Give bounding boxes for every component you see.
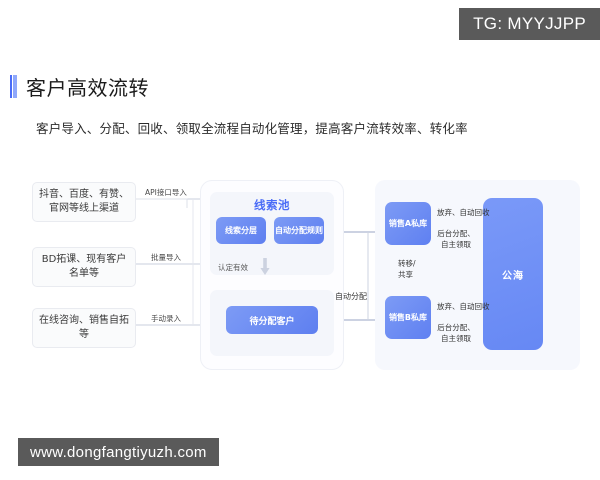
accent-bar-icon: [10, 75, 17, 98]
transfer-share-label: 转移/共享: [398, 259, 416, 279]
sales-b-in-label: 后台分配、自主领取: [437, 323, 475, 343]
sales-a-out-label: 放弃、自动回收: [437, 208, 490, 217]
watermark-bottom-url: www.dongfangtiyuzh.com: [18, 438, 219, 466]
sales-a-in-label: 后台分配、自主领取: [437, 229, 475, 249]
source-box: 在线咨询、销售自拓等: [32, 308, 136, 348]
auto-allocation-label: 自动分配: [335, 292, 367, 301]
flow-diagram: 抖音、百度、有赞、官网等线上渠道 API接口导入 BD拓课、现有客户名单等 批量…: [0, 160, 600, 390]
public-sea-box: 公海: [483, 198, 543, 350]
page-title: 客户高效流转: [26, 76, 149, 100]
title-row: 客户高效流转: [0, 72, 600, 101]
sales-b-out-label: 放弃、自动回收: [437, 302, 490, 311]
page-subtitle: 客户导入、分配、回收、领取全流程自动化管理，提高客户流转效率、转化率: [36, 121, 468, 136]
source-connector-label: API接口导入: [145, 188, 187, 197]
sales-a-private-library: 销售A私库: [385, 202, 431, 245]
page-header: 客户高效流转 客户导入、分配、回收、领取全流程自动化管理，提高客户流转效率、转化…: [0, 72, 600, 136]
source-box: BD拓课、现有客户名单等: [32, 247, 136, 287]
pending-customer-chip: 待分配客户: [226, 306, 318, 334]
down-arrow-icon: [260, 258, 270, 275]
lead-pool-title: 线索池: [254, 198, 290, 212]
source-connector-label: 手动录入: [151, 314, 181, 323]
pool-chip-auto-allocation-rule: 自动分配规则: [274, 217, 324, 244]
source-box: 抖音、百度、有赞、官网等线上渠道: [32, 182, 136, 222]
source-connector-label: 批量导入: [151, 253, 181, 262]
watermark-top: TG: MYYJJPP: [459, 8, 600, 40]
valid-transition-label: 认定有效: [218, 263, 248, 272]
pool-chip-lead-tiering: 线索分层: [216, 217, 266, 244]
sales-b-private-library: 销售B私库: [385, 296, 431, 339]
